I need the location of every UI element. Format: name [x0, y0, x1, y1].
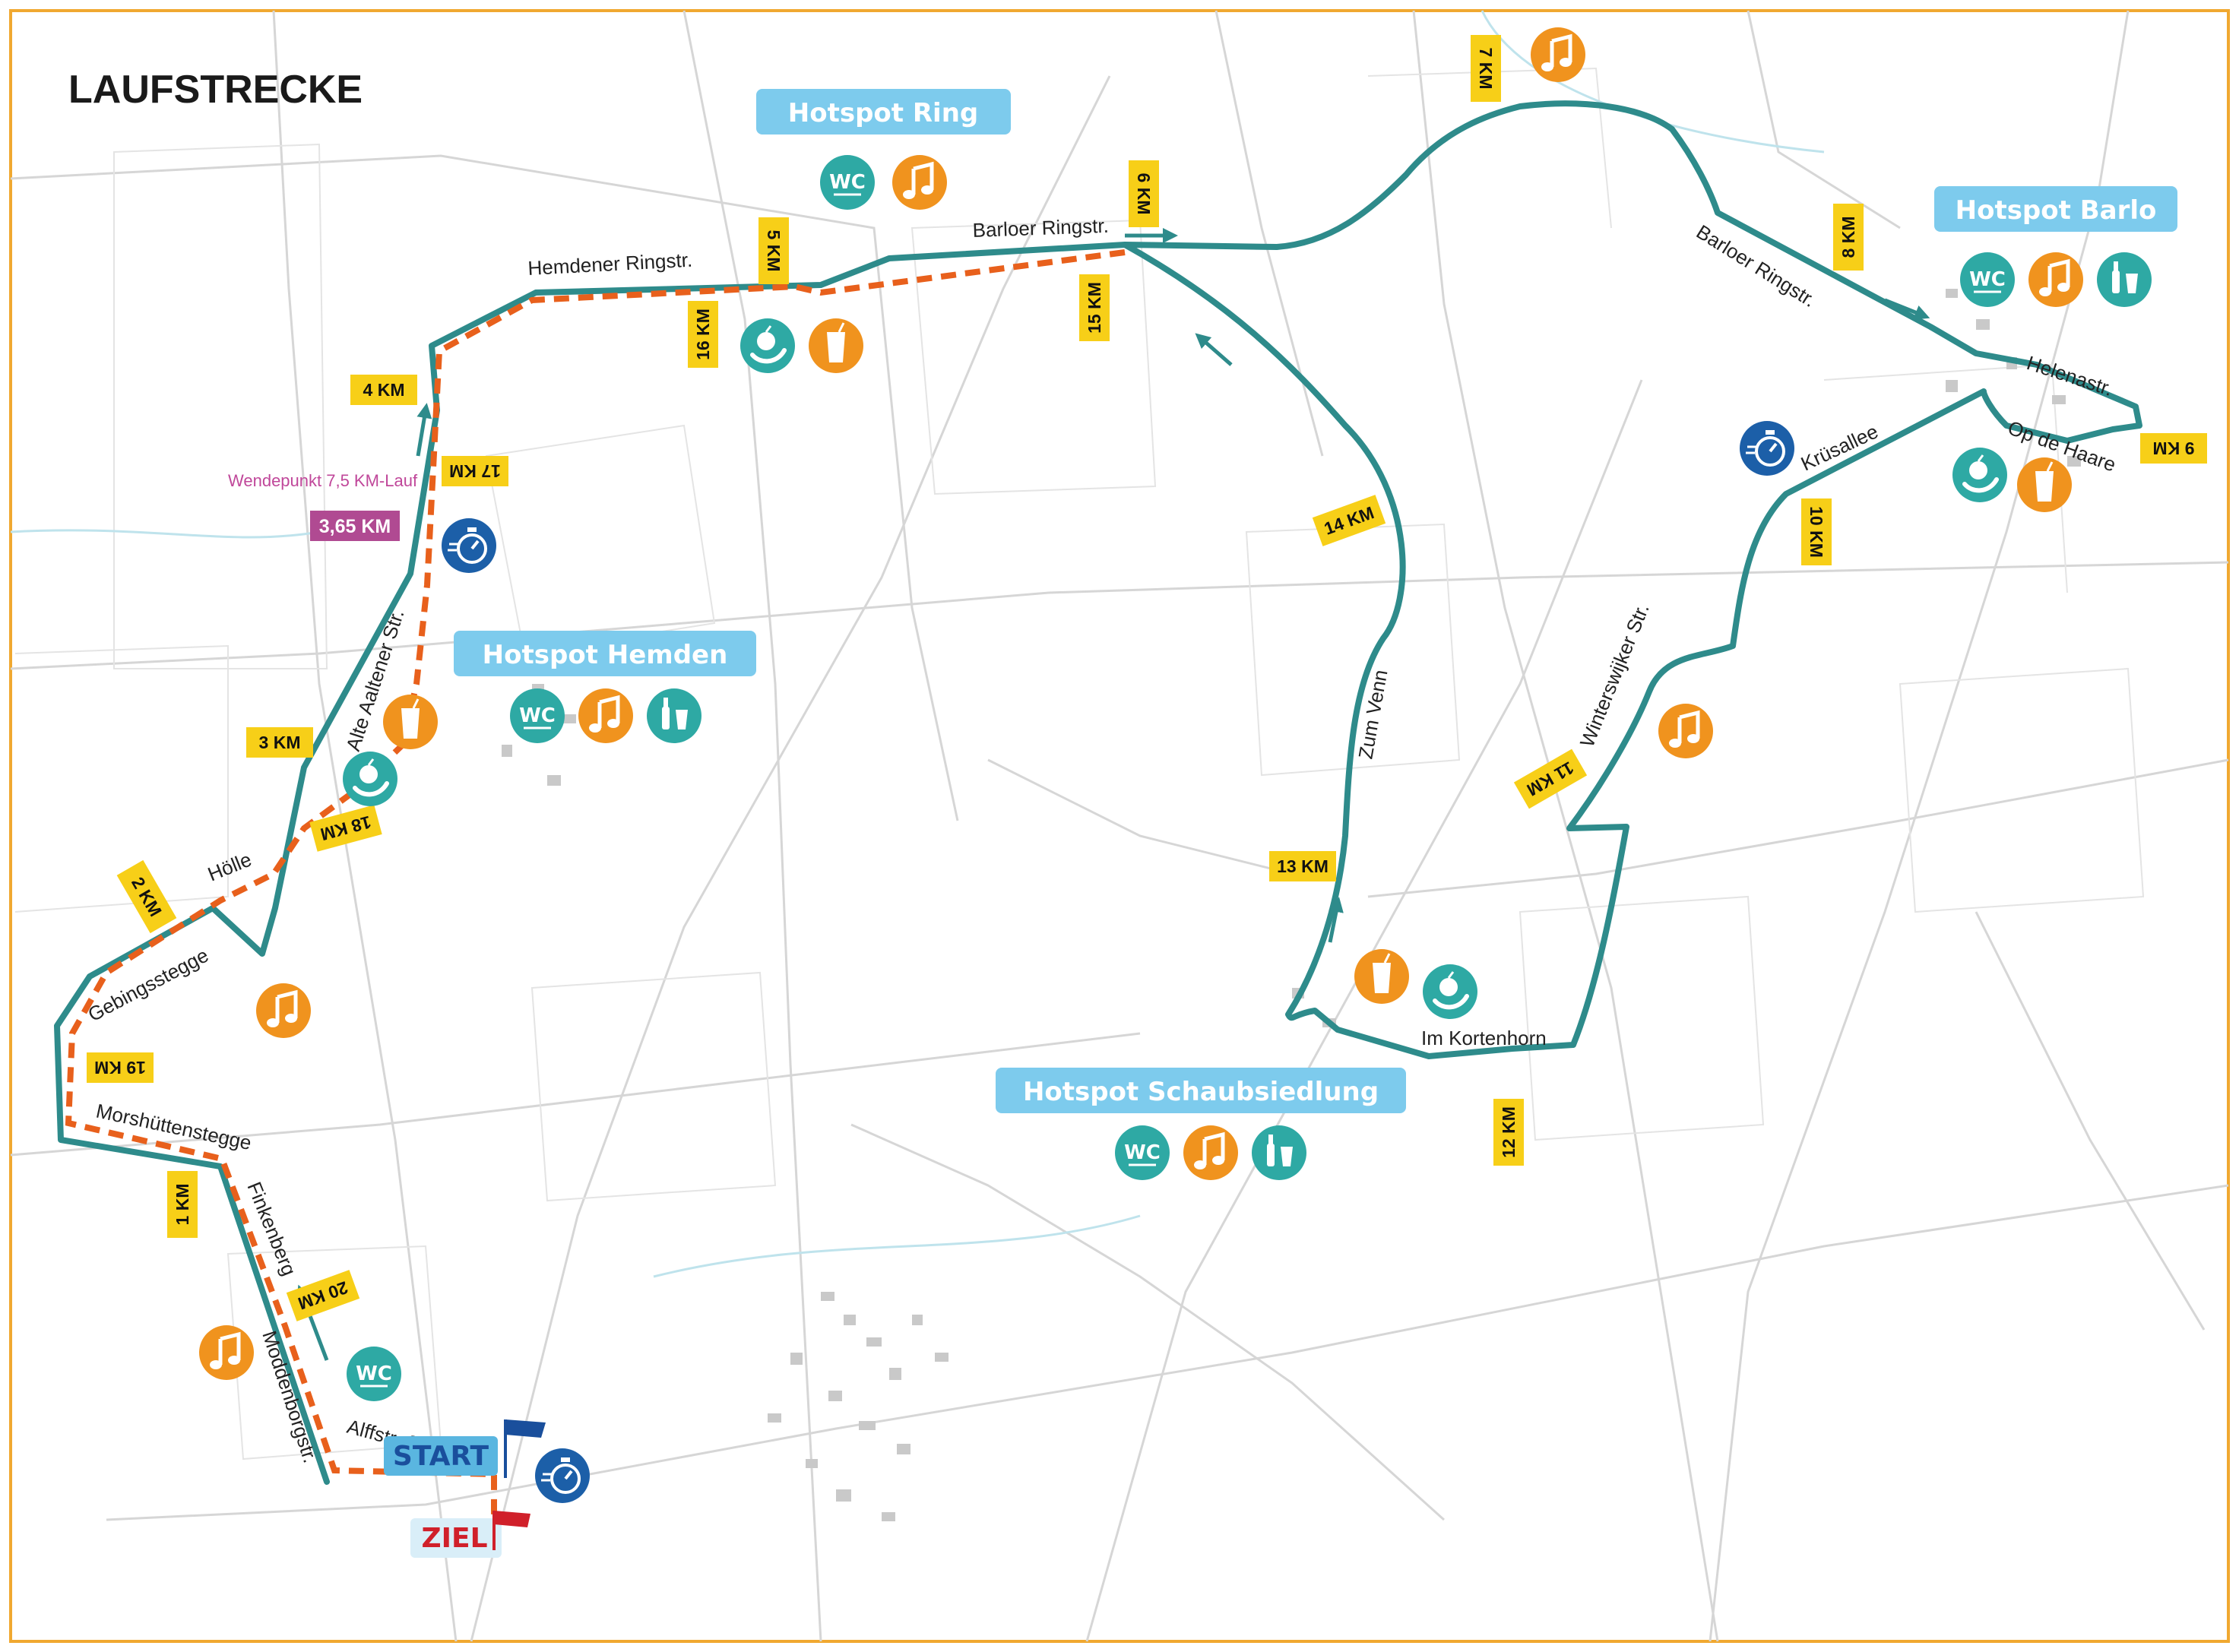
km-marker-10: 10 KM [1801, 498, 1832, 565]
km-marker-2: 2 KM [116, 859, 177, 934]
svg-text:Hotspot Ring: Hotspot Ring [788, 98, 978, 128]
music-icon [1531, 27, 1585, 82]
music-icon [1658, 704, 1713, 758]
svg-text:17 KM: 17 KM [449, 461, 501, 481]
km-marker-13: 13 KM [1269, 851, 1336, 881]
water-bottle-icon [647, 688, 701, 743]
svg-text:WC: WC [1124, 1141, 1161, 1164]
svg-text:WC: WC [1969, 268, 2006, 291]
music-icon [892, 155, 947, 210]
svg-text:16 KM: 16 KM [693, 309, 713, 360]
km-marker-8: 8 KM [1833, 204, 1864, 271]
km-marker-1: 1 KM [167, 1171, 198, 1238]
finish-marker: ZIEL [410, 1511, 530, 1558]
wc-icon: WC [1960, 252, 2015, 307]
route-main-line [54, 100, 2142, 1485]
svg-text:13 KM: 13 KM [1277, 856, 1329, 876]
km-marker-7: 7 KM [1471, 35, 1501, 102]
wc-icon: WC [820, 155, 875, 210]
fruit-icon [1423, 964, 1477, 1019]
svg-text:8 KM: 8 KM [1838, 217, 1858, 258]
water-bottle-icon [2097, 252, 2152, 307]
fruit-icon [740, 318, 795, 373]
route-arrow-hemden [416, 403, 432, 457]
svg-text:9 KM: 9 KM [2153, 438, 2195, 458]
svg-text:Hotspot Hemden: Hotspot Hemden [483, 640, 728, 670]
svg-text:Hotspot Barlo: Hotspot Barlo [1956, 195, 2157, 226]
water-bottle-icon [1252, 1125, 1306, 1180]
drink-cup-icon [1354, 949, 1409, 1004]
svg-text:Hotspot Schaubsiedlung: Hotspot Schaubsiedlung [1023, 1077, 1379, 1107]
drink-cup-icon [809, 318, 863, 373]
km-marker-12: 12 KM [1493, 1099, 1524, 1166]
km-marker-9: 9 KM [2140, 433, 2207, 464]
start-marker: START [384, 1419, 546, 1478]
turnaround-km: 3,65 KM [319, 516, 391, 537]
wc-icon: WC [1115, 1125, 1170, 1180]
svg-text:5 KM: 5 KM [764, 230, 784, 272]
svg-text:7 KM: 7 KM [1476, 48, 1496, 90]
hotspot-label-hemden: Hotspot Hemden [454, 631, 756, 676]
turnaround-badge [310, 511, 400, 541]
music-icon [1183, 1125, 1238, 1180]
km-marker-3: 3 KM [246, 727, 313, 758]
svg-text:12 KM: 12 KM [1499, 1106, 1519, 1158]
street-label: Im Kortenhorn [1421, 1027, 1547, 1049]
wc-icon: WC [510, 688, 565, 743]
km-marker-17: 17 KM [442, 456, 508, 486]
timing-stopwatch-icon [535, 1448, 590, 1503]
music-icon [256, 983, 311, 1038]
drink-cup-icon [2017, 457, 2072, 512]
start-flag-icon [505, 1419, 546, 1438]
music-icon [578, 688, 633, 743]
route-return-dashed [65, 249, 1126, 1527]
finish-flag-icon [494, 1511, 530, 1527]
route-arrow-venn [1328, 897, 1344, 943]
drink-cup-icon [383, 695, 438, 749]
timing-stopwatch-icon [1740, 421, 1794, 476]
music-icon [2028, 252, 2083, 307]
svg-text:1 KM: 1 KM [173, 1184, 192, 1226]
svg-text:3 KM: 3 KM [259, 733, 301, 752]
map-frame [9, 9, 2230, 1643]
km-marker-5: 5 KM [758, 217, 789, 284]
base-map-streets [10, 10, 2229, 1642]
km-marker-4: 4 KM [350, 375, 417, 405]
map-title: LAUFSTRECKE [68, 68, 363, 112]
hotspot-labels: Hotspot Ring Hotspot Barlo Hotspot Hemde… [454, 89, 2177, 1113]
svg-text:4 KM: 4 KM [363, 380, 405, 400]
hotspot-label-barlo: Hotspot Barlo [1934, 186, 2177, 232]
start-label: START [393, 1441, 489, 1472]
svg-text:15 KM: 15 KM [1085, 282, 1104, 334]
svg-text:WC: WC [356, 1362, 392, 1385]
wc-icon: WC [347, 1347, 401, 1401]
finish-label: ZIEL [421, 1523, 487, 1554]
timing-stopwatch-icon [442, 518, 496, 573]
fruit-icon [343, 752, 397, 806]
svg-text:WC: WC [519, 704, 556, 727]
svg-text:19 KM: 19 KM [94, 1058, 146, 1078]
hotspot-label-schaubsiedlung: Hotspot Schaubsiedlung [996, 1068, 1406, 1113]
route-arrow-barlo [1884, 298, 1930, 320]
svg-text:10 KM: 10 KM [1807, 506, 1826, 558]
km-marker-6: 6 KM [1129, 160, 1159, 227]
km-marker-19: 19 KM [87, 1052, 154, 1083]
street-label: Barloer Ringstr. [972, 214, 1109, 242]
km-marker-18: 18 KM [309, 805, 382, 852]
hotspot-label-ring: Hotspot Ring [756, 89, 1011, 135]
svg-text:WC: WC [829, 171, 866, 194]
amenity-icons: WC WC WC WC WC [199, 27, 2152, 1503]
music-icon [199, 1325, 254, 1380]
route-arrow-return [1195, 333, 1233, 366]
km-markers: 1 KM 2 KM 3 KM 4 KM 5 KM 6 KM 7 KM 8 KM … [87, 35, 2207, 1321]
turnaround-label: Wendepunkt 7,5 KM-Lauf [228, 471, 418, 490]
fruit-icon [1952, 448, 2007, 502]
km-marker-16: 16 KM [688, 301, 718, 368]
svg-text:6 KM: 6 KM [1134, 173, 1154, 215]
km-marker-15: 15 KM [1079, 274, 1110, 341]
